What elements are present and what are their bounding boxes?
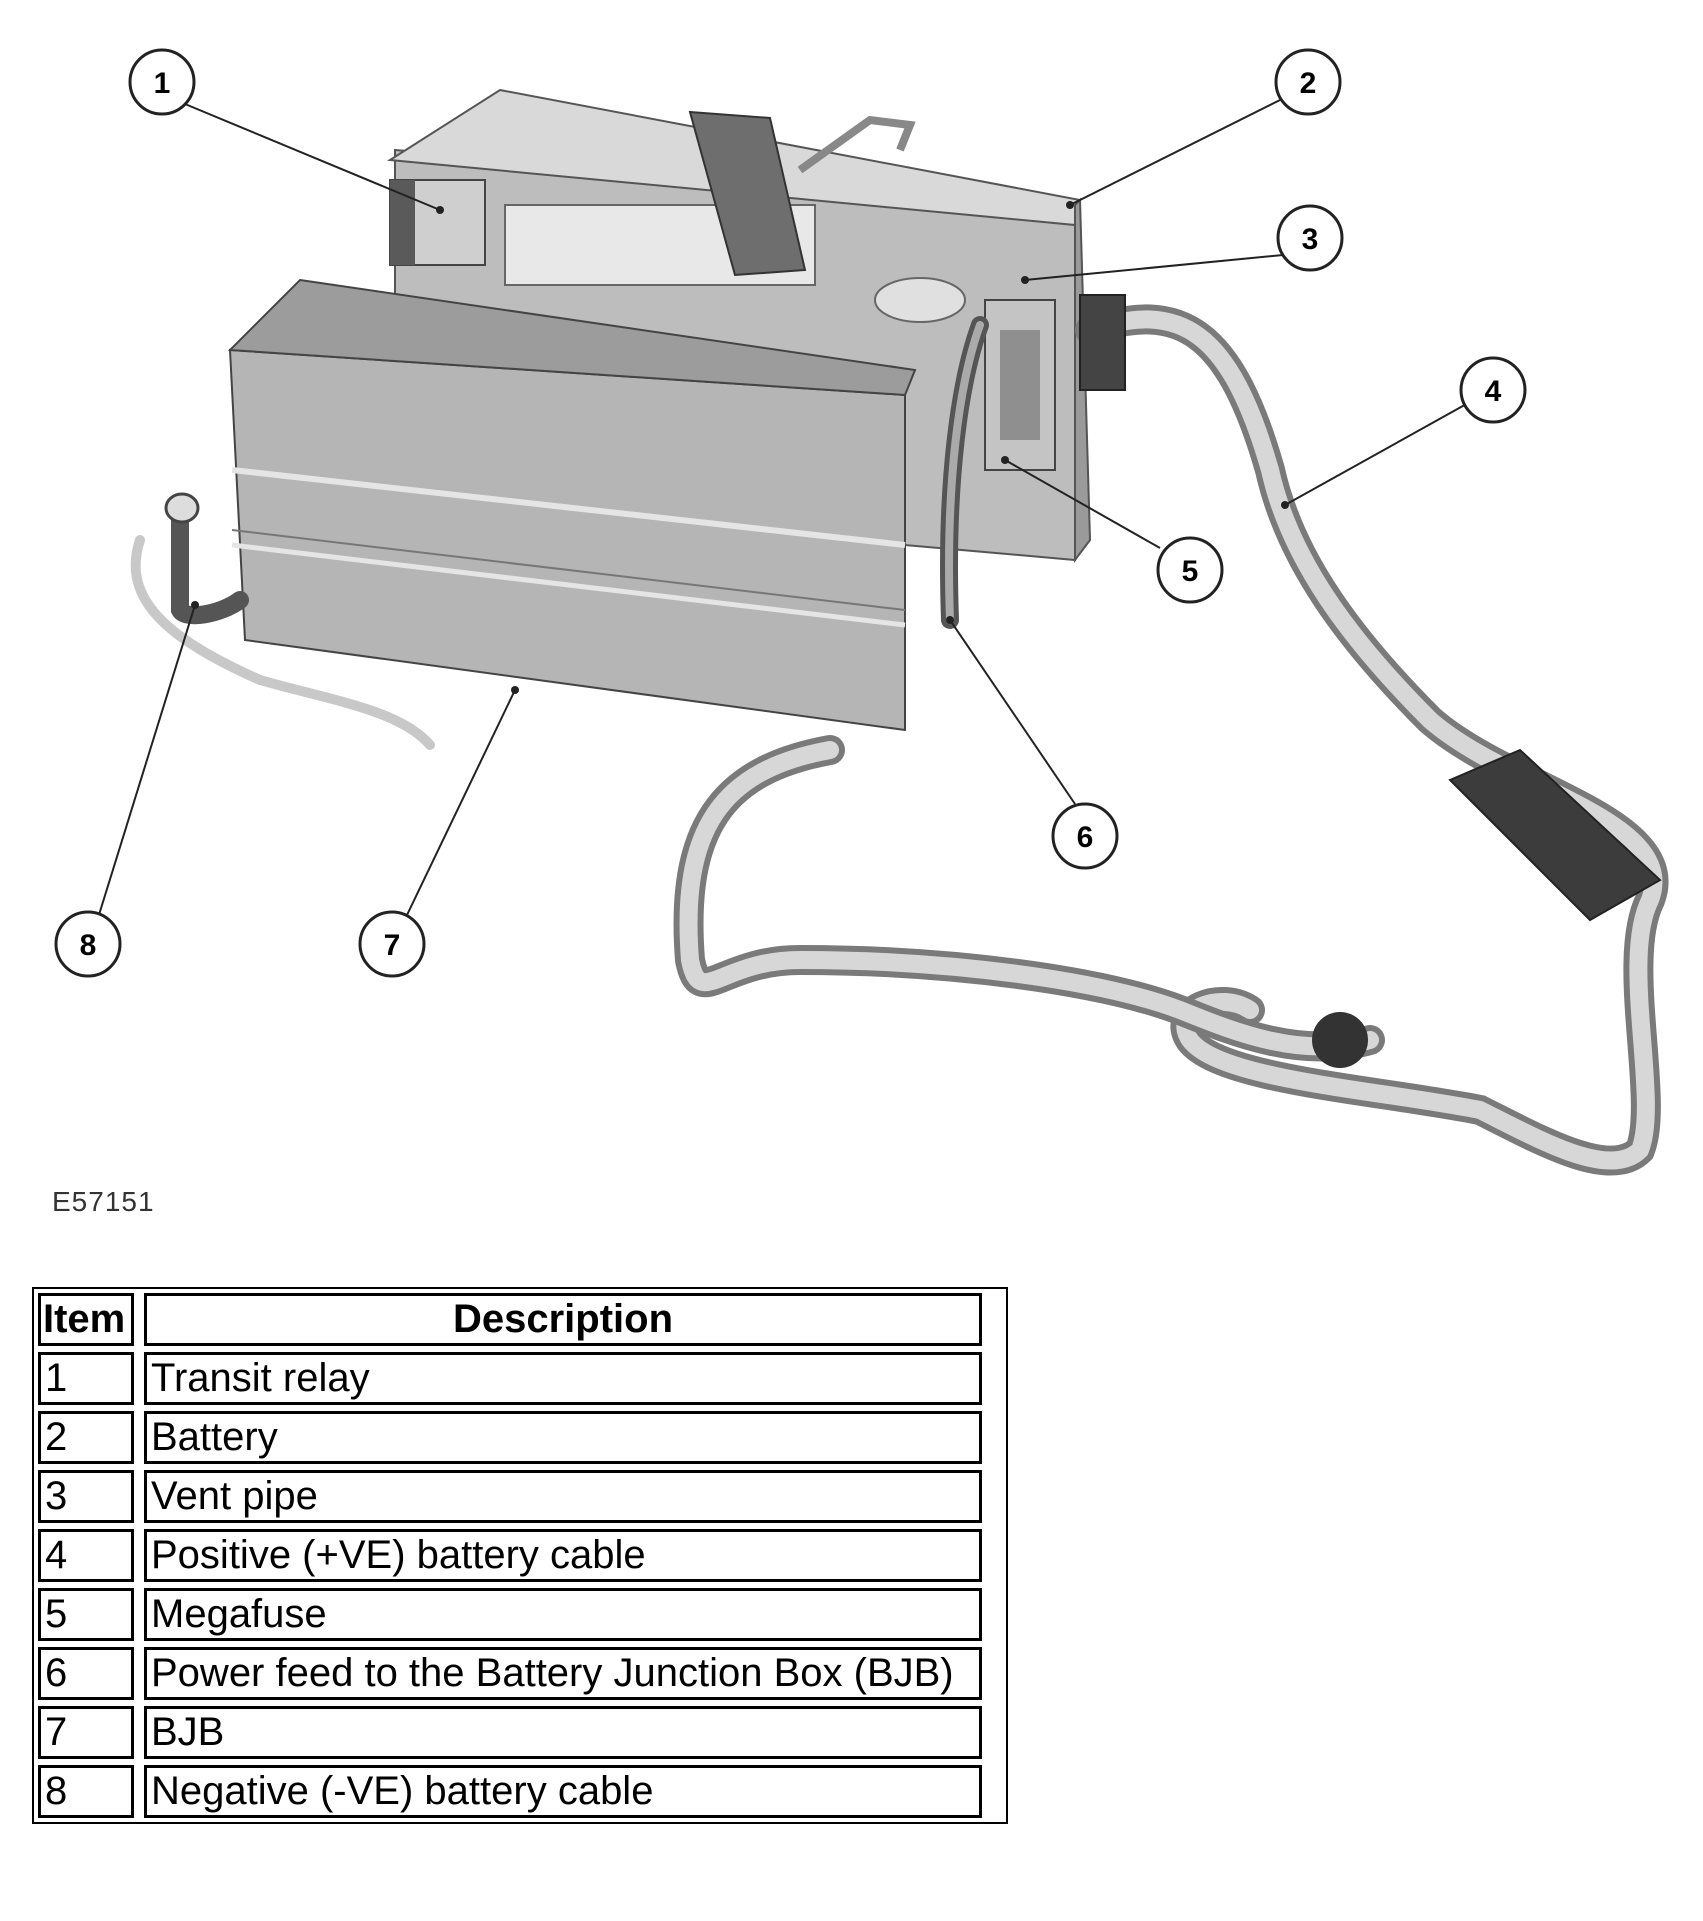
callout-5: 5 — [1156, 536, 1224, 604]
description-cell: Positive (+VE) battery cable — [144, 1529, 982, 1582]
item-cell: 6 — [38, 1647, 134, 1700]
callout-3-label: 3 — [1302, 223, 1319, 256]
negative-battery-cable — [130, 492, 435, 750]
battery-system-illustration: 1 2 3 4 5 6 7 8 — [54, 48, 1669, 1176]
table-row: 6 Power feed to the Battery Junction Box… — [38, 1647, 982, 1700]
callout-4: 4 — [1459, 356, 1527, 424]
lower-cable-loop — [673, 735, 1385, 1062]
callout-8-label: 8 — [80, 929, 97, 962]
table-row: 7 BJB — [38, 1706, 982, 1759]
callout-7-label: 7 — [384, 929, 401, 962]
description-cell: Transit relay — [144, 1352, 982, 1405]
legend-header-row: Item Description — [38, 1293, 982, 1346]
bjb-box — [227, 278, 917, 732]
figure-id: E57151 — [52, 1186, 155, 1217]
legend-table: Item Description 1 Transit relay 2 Batte… — [32, 1287, 1008, 1824]
callout-2: 2 — [1274, 48, 1342, 116]
description-cell: Power feed to the Battery Junction Box (… — [144, 1647, 982, 1700]
callout-4-label: 4 — [1485, 375, 1502, 408]
item-cell: 8 — [38, 1765, 134, 1818]
description-cell: Megafuse — [144, 1588, 982, 1641]
callout-3: 3 — [1276, 204, 1344, 272]
table-row: 3 Vent pipe — [38, 1470, 982, 1523]
callout-1-label: 1 — [154, 67, 171, 100]
description-column-header: Description — [144, 1293, 982, 1346]
table-row: 5 Megafuse — [38, 1588, 982, 1641]
table-row: 8 Negative (-VE) battery cable — [38, 1765, 982, 1818]
item-cell: 5 — [38, 1588, 134, 1641]
item-cell: 3 — [38, 1470, 134, 1523]
callout-6: 6 — [1051, 802, 1119, 870]
item-cell: 1 — [38, 1352, 134, 1405]
item-cell: 2 — [38, 1411, 134, 1464]
transit-relay — [389, 179, 486, 266]
callout-7: 7 — [358, 910, 426, 978]
callout-6-label: 6 — [1077, 821, 1094, 854]
table-row: 1 Transit relay — [38, 1352, 982, 1405]
description-cell: Negative (-VE) battery cable — [144, 1765, 982, 1818]
description-cell: Vent pipe — [144, 1470, 982, 1523]
item-cell: 4 — [38, 1529, 134, 1582]
leader-lines — [97, 99, 1471, 919]
item-column-header: Item — [38, 1293, 134, 1346]
callout-5-label: 5 — [1182, 555, 1199, 588]
description-cell: Battery — [144, 1411, 982, 1464]
callout-2-label: 2 — [1300, 67, 1317, 100]
callout-8: 8 — [54, 910, 122, 978]
table-row: 4 Positive (+VE) battery cable — [38, 1529, 982, 1582]
description-cell: BJB — [144, 1706, 982, 1759]
megafuse — [984, 299, 1056, 471]
table-row: 2 Battery — [38, 1411, 982, 1464]
callout-1: 1 — [128, 48, 196, 116]
item-cell: 7 — [38, 1706, 134, 1759]
leader-dots — [191, 201, 1289, 694]
